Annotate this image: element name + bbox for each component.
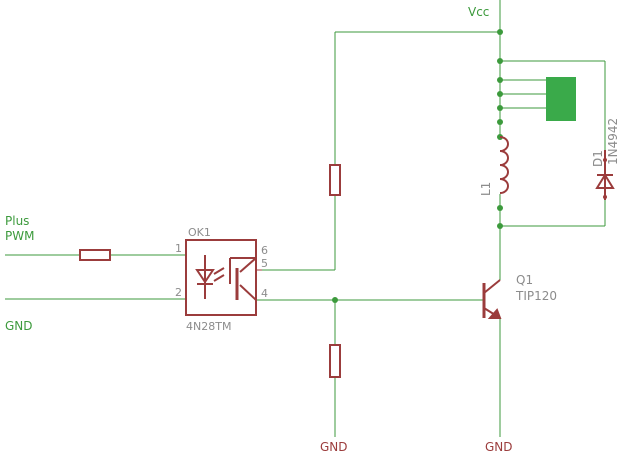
npn-transistor-icon (482, 279, 502, 319)
diode-value: 1N4942 (606, 118, 620, 165)
junction-dot (497, 205, 503, 211)
opto-pin-6: 6 (261, 244, 268, 257)
phototransistor-icon (229, 257, 257, 301)
resistor-icon (329, 344, 341, 378)
optocoupler-ref: OK1 (188, 226, 211, 239)
opto-pin-1: 1 (175, 242, 182, 255)
net-label-gnd-input: GND (5, 319, 33, 333)
opto-pin-5: 5 (261, 257, 268, 270)
optocoupler-body (185, 239, 257, 316)
junction-dot (497, 77, 503, 83)
junction-dot (497, 91, 503, 97)
net-label-gnd-transistor: GND (485, 440, 513, 454)
led-icon (195, 255, 225, 299)
junction-dot (497, 105, 503, 111)
opto-pin-4: 4 (261, 287, 268, 300)
junctions (332, 29, 503, 303)
resistor-icon (79, 249, 111, 261)
junction-dot (497, 29, 503, 35)
net-label-vcc: Vcc (468, 5, 489, 19)
optocoupler-symbol (185, 239, 262, 316)
net-label-plus: Plus (5, 214, 29, 228)
inductor-icon (499, 136, 509, 194)
diode-terminal (603, 158, 607, 162)
inductor-ref: L1 (479, 182, 493, 196)
junction-dot (497, 223, 503, 229)
diode-terminal (603, 195, 607, 199)
net-label-pwm: PWM (5, 229, 34, 243)
transistor-value: TIP120 (515, 289, 557, 303)
junction-dot (497, 58, 503, 64)
opto-pin-2: 2 (175, 286, 182, 299)
diode-ref: D1 (591, 150, 605, 167)
junction-dot (332, 297, 338, 303)
resistor-icon (329, 164, 341, 196)
optocoupler-value: 4N28TM (186, 320, 231, 333)
relay-block-icon (546, 77, 576, 121)
wires (5, 0, 606, 437)
net-label-gnd-resistor: GND (320, 440, 348, 454)
resistors (79, 164, 341, 378)
junction-dot (497, 119, 503, 125)
transistor-ref: Q1 (516, 273, 533, 287)
